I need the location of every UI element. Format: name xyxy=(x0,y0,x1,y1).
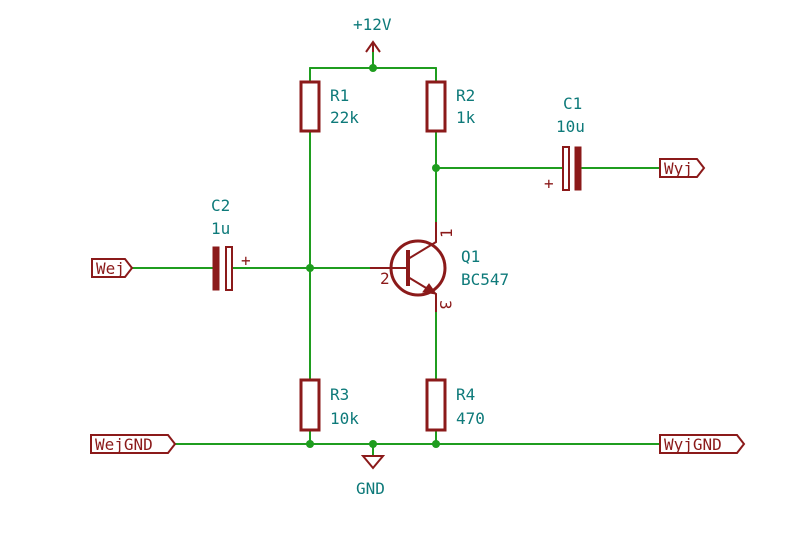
resistor-r2-body xyxy=(425,80,447,133)
port-wyj-label: Wyj xyxy=(664,159,693,178)
port-wejgnd-shape xyxy=(90,434,177,454)
capacitor-c2-plate-positive xyxy=(225,246,233,291)
resistor-r1-value: 22k xyxy=(330,108,359,127)
resistor-r3-value: 10k xyxy=(330,409,359,428)
junctions xyxy=(306,64,440,448)
resistor-r1: R1 22k xyxy=(299,80,359,133)
port-wej: Wej xyxy=(91,258,134,278)
transistor-q1-value: BC547 xyxy=(461,270,509,289)
resistor-r1-body xyxy=(299,80,321,133)
port-wyj-shape xyxy=(659,158,706,178)
port-wej-shape xyxy=(91,258,134,278)
capacitor-c1-plate-negative xyxy=(574,146,582,191)
transistor-q1: 1 2 3 Q1 BC547 xyxy=(370,222,509,312)
junction-gnd-r4 xyxy=(432,440,440,448)
vcc-arrow-icon xyxy=(365,40,381,53)
port-wyj: Wyj xyxy=(659,158,706,178)
capacitor-c1-ref: C1 xyxy=(563,94,582,113)
capacitor-c1-value: 10u xyxy=(556,117,585,136)
port-wyjgnd-label: WyjGND xyxy=(664,435,722,454)
resistor-r4-value: 470 xyxy=(456,409,485,428)
resistor-r4-body xyxy=(425,378,447,432)
resistor-r3: R3 10k xyxy=(299,378,359,432)
port-wej-label: Wej xyxy=(96,259,125,278)
resistor-r4-ref: R4 xyxy=(456,385,475,404)
transistor-q1-collector-lead xyxy=(407,222,437,260)
capacitor-c2: + C2 1u xyxy=(211,196,251,291)
capacitor-c1-plate-positive xyxy=(562,146,570,191)
gnd-label: GND xyxy=(356,479,385,498)
transistor-q1-pin-emitter: 3 xyxy=(436,300,455,310)
resistor-r4: R4 470 xyxy=(425,378,485,432)
transistor-q1-pin-collector: 1 xyxy=(437,228,456,238)
junction-gnd-mid xyxy=(369,440,377,448)
junction-collector xyxy=(432,164,440,172)
port-wejgnd: WejGND xyxy=(90,434,177,454)
capacitor-c2-polarity: + xyxy=(241,251,251,270)
capacitor-c2-ref: C2 xyxy=(211,196,230,215)
transistor-q1-ref: Q1 xyxy=(461,247,480,266)
resistor-r3-body xyxy=(299,378,321,432)
resistor-r3-ref: R3 xyxy=(330,385,349,404)
capacitor-c2-value: 1u xyxy=(211,219,230,238)
junction-gnd-r3 xyxy=(306,440,314,448)
capacitor-c2-plate-negative xyxy=(212,246,220,291)
junction-base xyxy=(306,264,314,272)
resistor-r2-ref: R2 xyxy=(456,86,475,105)
gnd-triangle-icon xyxy=(360,455,386,470)
capacitor-c1: + C1 10u xyxy=(544,94,585,193)
resistor-r1-ref: R1 xyxy=(330,86,349,105)
port-wyjgnd-shape xyxy=(659,434,746,454)
transistor-q1-emitter-arrow-icon xyxy=(422,283,438,295)
resistor-r2-value: 1k xyxy=(456,108,476,127)
gnd-symbol: GND xyxy=(356,455,386,498)
capacitor-c1-polarity: + xyxy=(544,174,554,193)
vcc-label: +12V xyxy=(353,15,392,34)
transistor-q1-pin-base: 2 xyxy=(380,269,390,288)
vcc-symbol: +12V xyxy=(353,15,392,53)
resistor-r2: R2 1k xyxy=(425,80,476,133)
port-wejgnd-label: WejGND xyxy=(95,435,153,454)
port-wyjgnd: WyjGND xyxy=(659,434,746,454)
junction-vcc xyxy=(369,64,377,72)
